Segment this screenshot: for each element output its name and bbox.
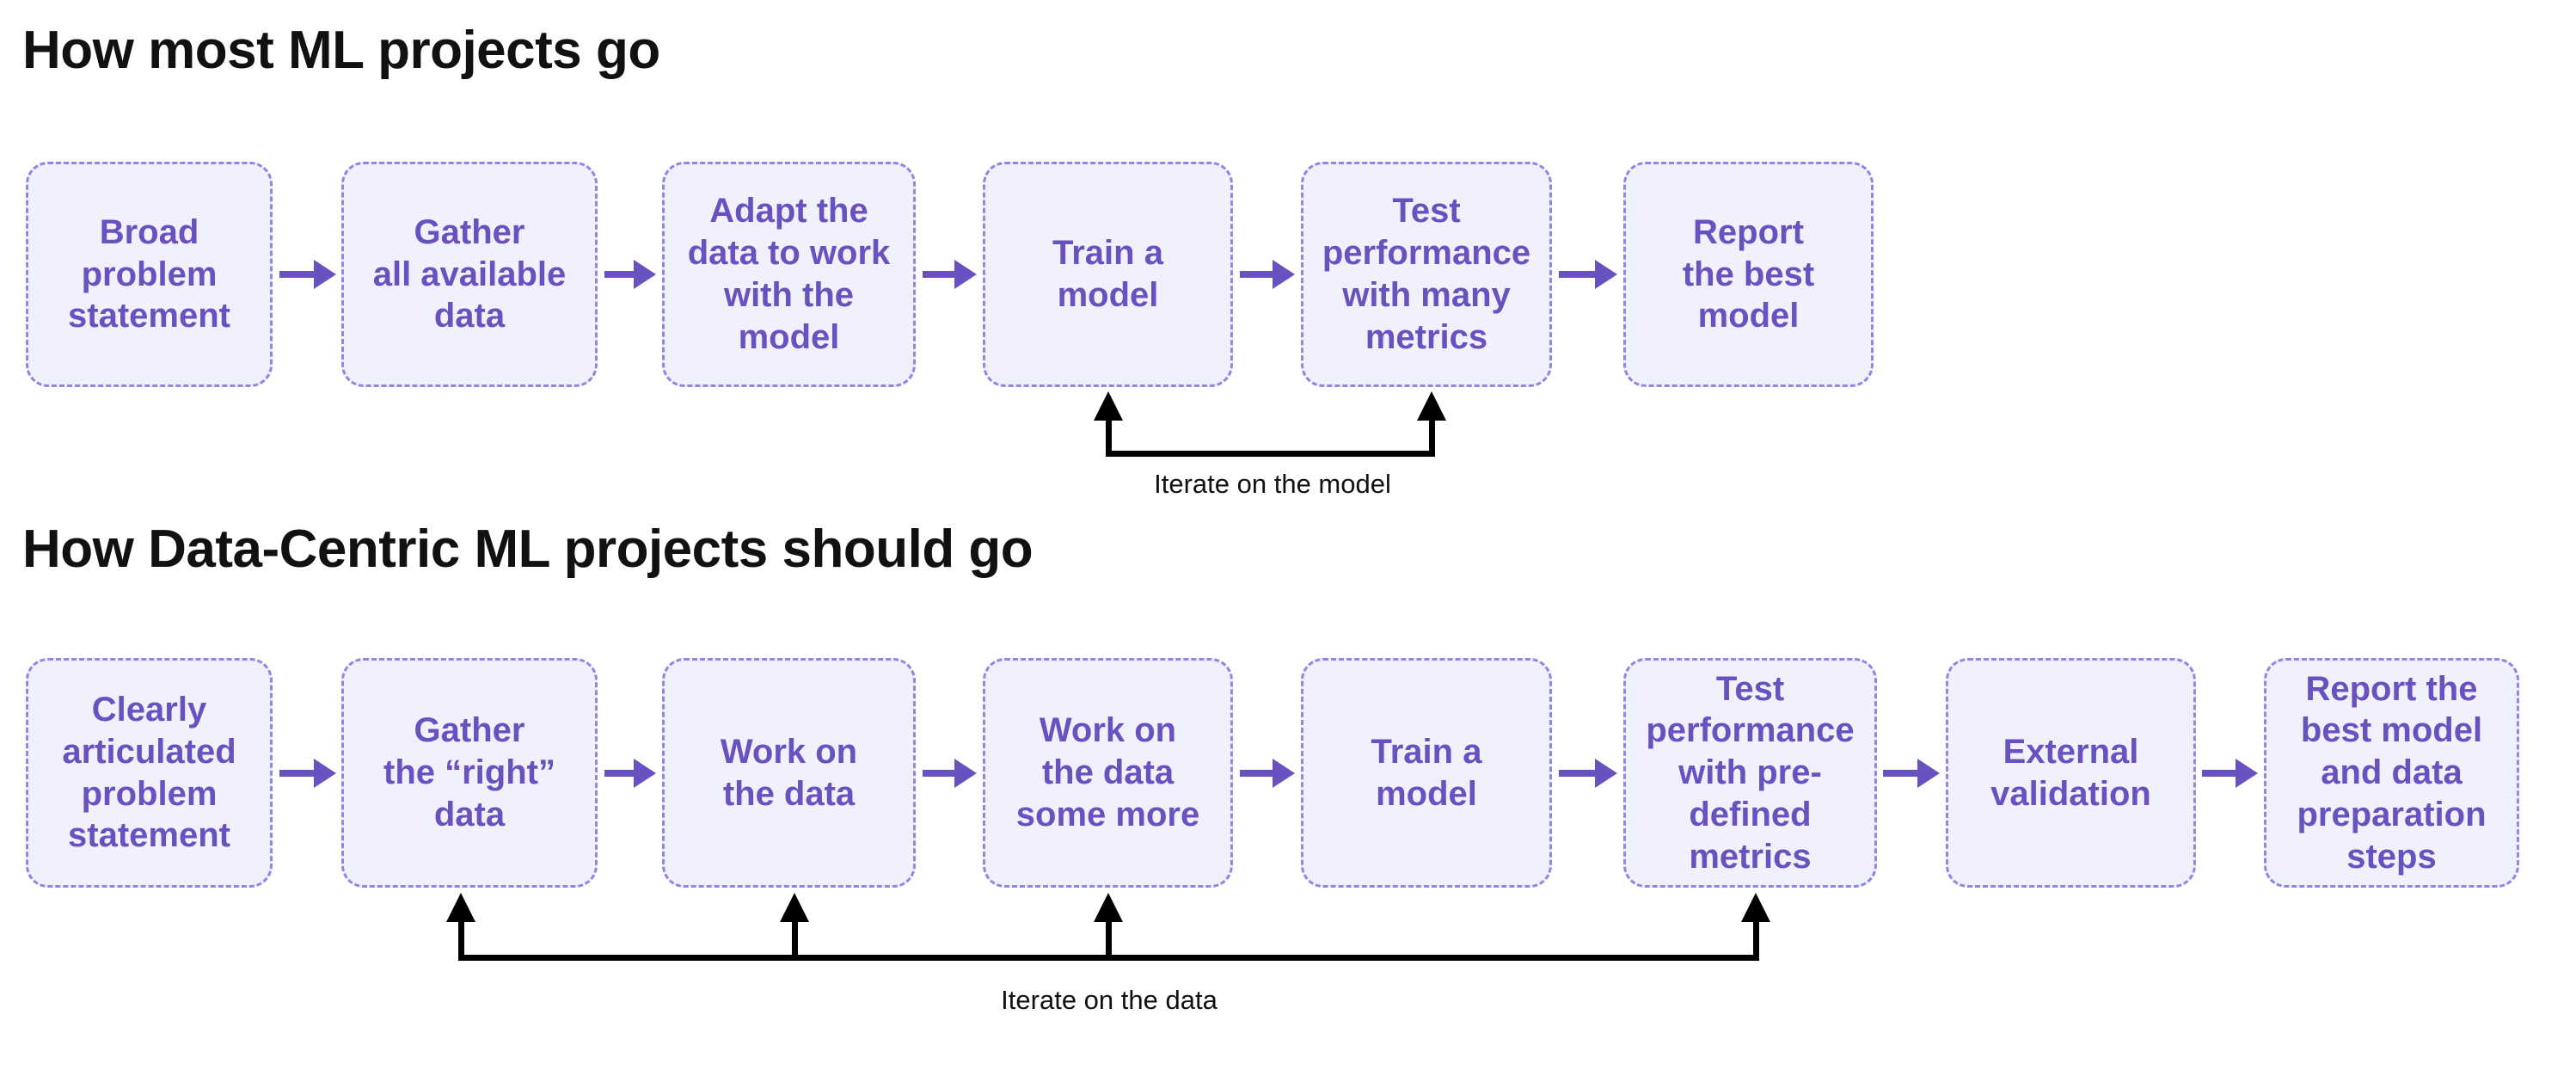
loop-arrow-tip bbox=[446, 893, 475, 922]
flow-box-row2-1[interactable]: Clearly articulated problem statement bbox=[26, 658, 273, 888]
loop-stem bbox=[1106, 913, 1112, 958]
loop-arrow-tip bbox=[780, 893, 809, 922]
flow-box-row1-4[interactable]: Train a model bbox=[983, 162, 1233, 387]
flow-box-row1-2[interactable]: Gather all available data bbox=[341, 162, 598, 387]
flow-box-label: Gather all available data bbox=[372, 212, 567, 335]
loop-arrow-tip bbox=[1094, 893, 1123, 922]
flow-box-row2-8[interactable]: Report the best model and data preparati… bbox=[2264, 658, 2519, 888]
flow-box-row1-1[interactable]: Broad problem statement bbox=[26, 162, 273, 387]
arrow-head bbox=[1273, 759, 1295, 788]
arrow-shaft bbox=[2202, 770, 2239, 777]
arrow-row2-2-3 bbox=[604, 759, 656, 788]
arrow-row2-7-8 bbox=[2202, 759, 2258, 788]
loop-arrow-tip bbox=[1417, 391, 1446, 421]
flow-box-label: External validation bbox=[1990, 732, 2151, 813]
arrow-head bbox=[634, 759, 656, 788]
arrow-head bbox=[2236, 759, 2258, 788]
flow-box-row2-7[interactable]: External validation bbox=[1946, 658, 2196, 888]
flow-box-row2-6[interactable]: Test performance with pre- defined metri… bbox=[1623, 658, 1877, 888]
arrow-row2-1-2 bbox=[279, 759, 336, 788]
flow-box-row2-4[interactable]: Work on the data some more bbox=[983, 658, 1233, 888]
arrow-shaft bbox=[279, 770, 317, 777]
flow-box-label: Gather the “right” data bbox=[383, 711, 555, 833]
flow-box-row2-5[interactable]: Train a model bbox=[1301, 658, 1552, 888]
arrow-shaft bbox=[1240, 770, 1276, 777]
arrow-head bbox=[314, 759, 336, 788]
loop-stem bbox=[792, 913, 798, 958]
arrow-head bbox=[314, 260, 336, 289]
flow-box-row2-3[interactable]: Work on the data bbox=[662, 658, 916, 888]
arrow-row2-6-7 bbox=[1883, 759, 1940, 788]
arrow-shaft bbox=[279, 271, 317, 278]
flow-box-row1-6[interactable]: Report the best model bbox=[1623, 162, 1874, 387]
arrow-row2-4-5 bbox=[1240, 759, 1295, 788]
section-title-most-ml-projects: How most ML projects go bbox=[22, 21, 660, 80]
arrow-row1-4-5 bbox=[1240, 260, 1295, 289]
loop-arrow-tip bbox=[1741, 893, 1770, 922]
loop-stem bbox=[458, 913, 464, 958]
flow-box-row2-2[interactable]: Gather the “right” data bbox=[341, 658, 598, 888]
arrow-head bbox=[634, 260, 656, 289]
arrow-head bbox=[954, 759, 977, 788]
section-title-data-centric-ml-projects: How Data-Centric ML projects should go bbox=[22, 520, 1033, 579]
arrow-head bbox=[1917, 759, 1940, 788]
arrow-shaft bbox=[1883, 770, 1921, 777]
arrow-shaft bbox=[1240, 271, 1276, 278]
arrow-shaft bbox=[923, 770, 958, 777]
arrow-shaft bbox=[1559, 271, 1598, 278]
arrow-shaft bbox=[604, 770, 637, 777]
loop-stem bbox=[1429, 411, 1435, 454]
arrow-shaft bbox=[923, 271, 958, 278]
flow-box-label: Test performance with many metrics bbox=[1322, 192, 1531, 356]
flow-box-label: Work on the data bbox=[720, 732, 858, 813]
flow-box-label: Report the best model bbox=[1682, 212, 1815, 335]
loop-stem bbox=[1753, 913, 1759, 958]
iterate-loop-data-label: Iterate on the data bbox=[1001, 985, 1217, 1015]
arrow-shaft bbox=[1559, 770, 1598, 777]
arrow-head bbox=[1595, 759, 1617, 788]
arrow-row2-5-6 bbox=[1559, 759, 1617, 788]
flow-box-row1-3[interactable]: Adapt the data to work with the model bbox=[662, 162, 916, 387]
flow-box-label: Work on the data some more bbox=[1015, 711, 1200, 833]
arrow-row1-1-2 bbox=[279, 260, 336, 289]
flow-box-label: Train a model bbox=[1371, 732, 1482, 813]
arrow-row1-5-6 bbox=[1559, 260, 1617, 289]
loop-horizontal-bar bbox=[1106, 451, 1435, 457]
loop-stem bbox=[1106, 411, 1112, 454]
flow-box-row1-5[interactable]: Test performance with many metrics bbox=[1301, 162, 1552, 387]
arrow-row2-3-4 bbox=[923, 759, 977, 788]
loop-arrow-tip bbox=[1094, 391, 1123, 421]
arrow-row1-3-4 bbox=[923, 260, 977, 289]
arrow-head bbox=[1273, 260, 1295, 289]
flow-box-label: Broad problem statement bbox=[68, 212, 230, 335]
flow-box-label: Clearly articulated problem statement bbox=[62, 690, 236, 855]
flow-box-label: Report the best model and data preparati… bbox=[2297, 669, 2487, 876]
flow-box-label: Train a model bbox=[1052, 234, 1163, 314]
arrow-row1-2-3 bbox=[604, 260, 656, 289]
arrow-head bbox=[954, 260, 977, 289]
flow-box-label: Test performance with pre- defined metri… bbox=[1646, 669, 1855, 876]
arrow-head bbox=[1595, 260, 1617, 289]
iterate-loop-model-label: Iterate on the model bbox=[1154, 469, 1391, 499]
flow-box-label: Adapt the data to work with the model bbox=[687, 192, 891, 356]
arrow-shaft bbox=[604, 271, 637, 278]
